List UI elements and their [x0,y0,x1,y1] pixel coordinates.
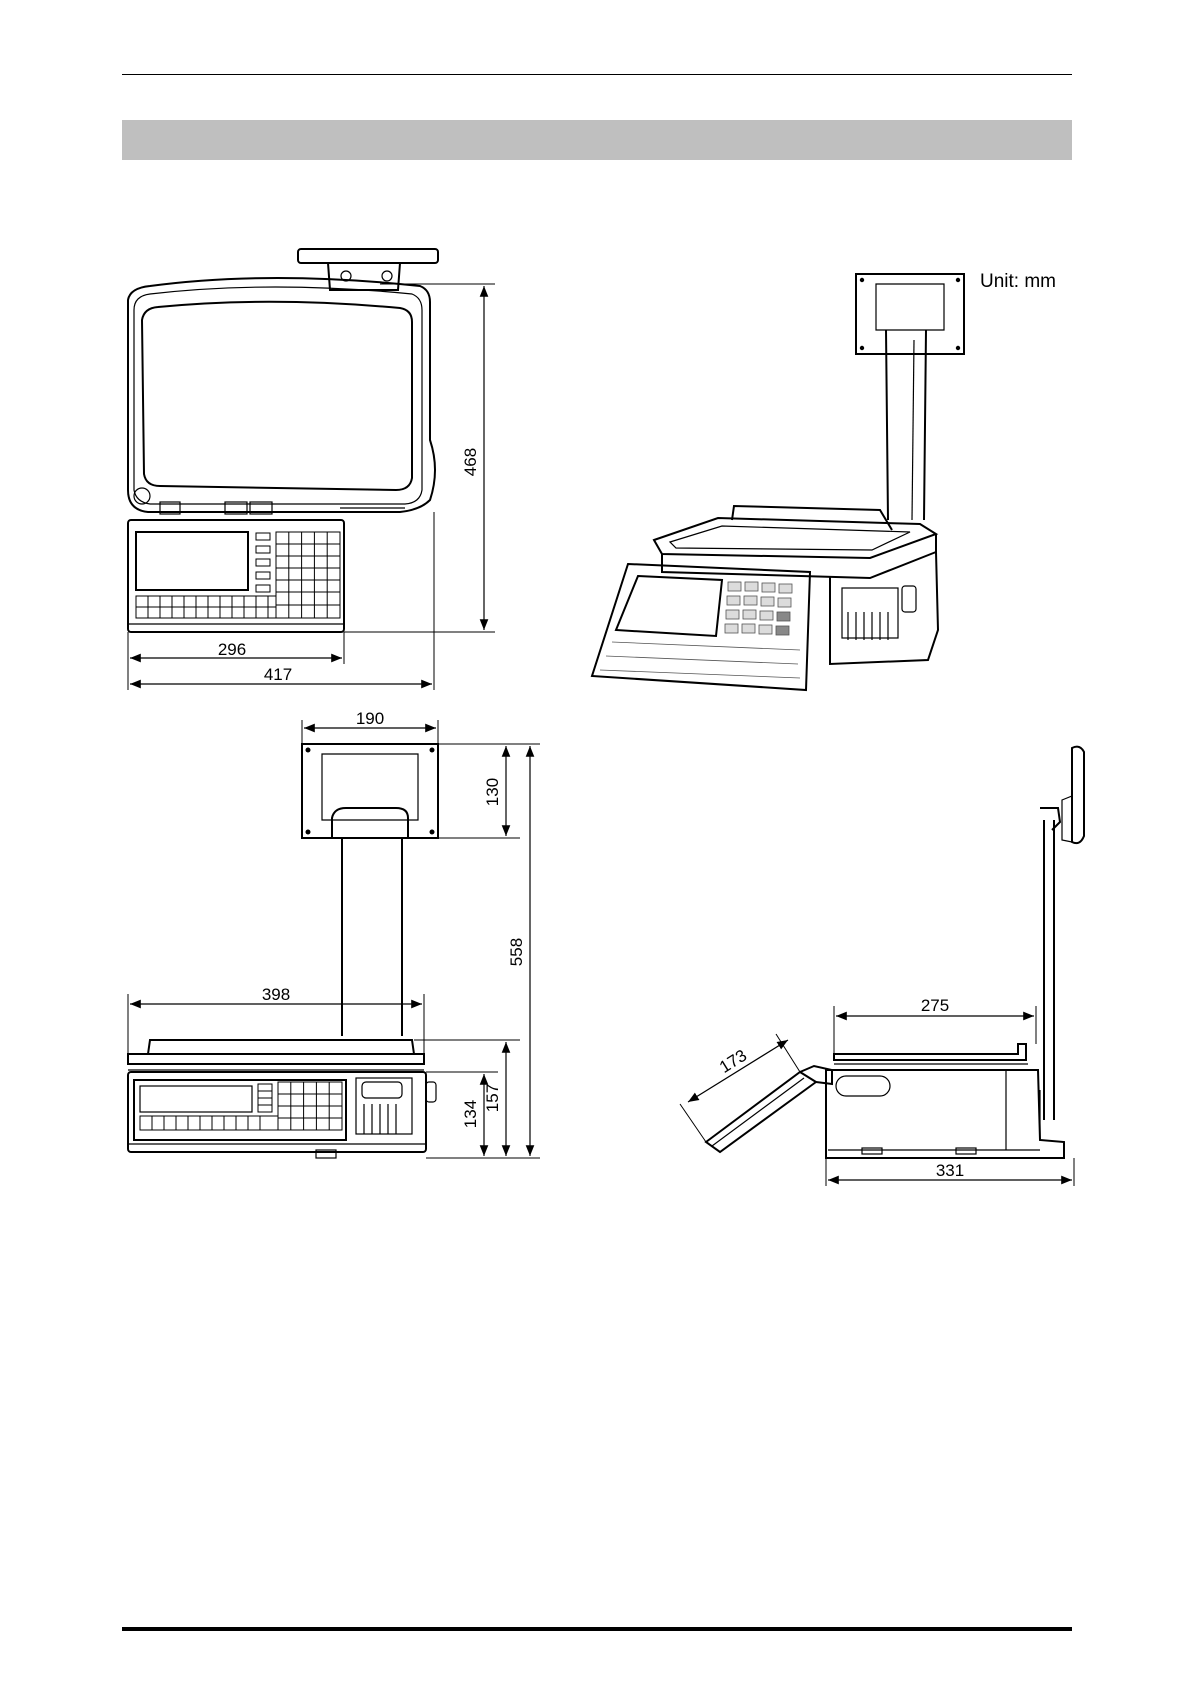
dim-overall-depth: 331 [936,1161,964,1180]
dim-keyboard-width: 296 [218,640,246,659]
unit-label: Unit: mm [980,271,1056,292]
front-view-keys [140,1082,342,1130]
dim-platter-depth: 275 [921,996,949,1015]
dim-body-height: 134 [461,1100,480,1128]
dim-top-depth: 468 [461,448,480,476]
top-view-side-keys [256,533,270,592]
footer-rule [122,1627,1072,1631]
side-view-drawing [680,747,1084,1186]
front-view-drawing [128,720,540,1158]
dim-platter-height: 157 [483,1084,502,1112]
top-view-keypad-grid [136,532,340,618]
perspective-keys [725,582,792,635]
perspective-view-drawing: Unit: mm [592,271,1056,690]
dim-display-height: 130 [483,778,502,806]
dim-overall-height: 558 [507,938,526,966]
top-view-drawing [128,249,495,690]
dim-display-width: 190 [356,709,384,728]
dim-keyboard-length: 173 [716,1046,750,1077]
dim-overall-width: 417 [264,665,292,684]
dim-platter-width: 398 [262,985,290,1004]
